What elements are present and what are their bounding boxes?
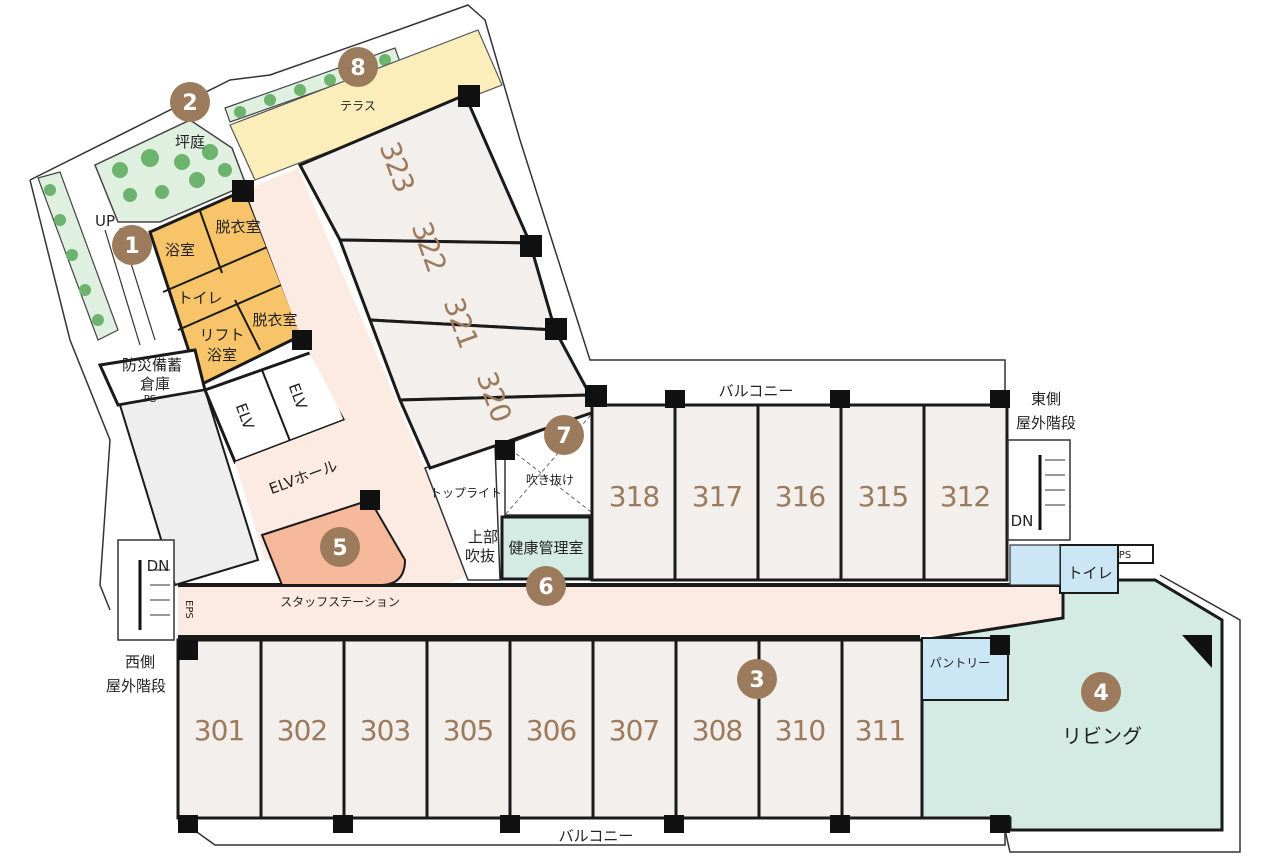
marker-6: 6: [526, 566, 566, 606]
toilet-entry: [1009, 544, 1061, 586]
service-core: [118, 388, 260, 587]
marker-8: 8: [338, 47, 378, 87]
marker-1: 1: [112, 225, 152, 265]
label-east-stairs-1: 東側: [1031, 390, 1061, 408]
svg-text:5: 5: [332, 536, 347, 561]
label-up: UP: [95, 212, 115, 230]
label-balcony-top: バルコニー: [719, 382, 794, 400]
svg-text:1: 1: [124, 234, 139, 259]
south-rooms: [176, 638, 924, 820]
pantry: [921, 637, 1009, 701]
label-toilet-1: トイレ: [177, 289, 222, 307]
room-308: 308: [692, 714, 742, 747]
room-311: 311: [855, 714, 905, 747]
east-stairs: [1007, 439, 1071, 541]
svg-text:2: 2: [182, 91, 197, 116]
label-west-stairs-2: 屋外階段: [106, 677, 166, 695]
label-upper-void-2: 吹抜: [465, 547, 495, 565]
wing-corridor: [245, 168, 470, 605]
pillars: [178, 85, 1212, 833]
label-eps: EPS: [183, 600, 194, 619]
room-312: 312: [940, 480, 990, 513]
west-stairs: [117, 539, 175, 641]
label-upper-void-1: 上部: [468, 528, 498, 546]
markers: 1 2 3 4 5 6 7 8: [112, 47, 1121, 712]
room-305: 305: [443, 714, 493, 747]
label-dn-east: DN: [1011, 512, 1034, 530]
room-307: 307: [609, 714, 659, 747]
svg-text:4: 4: [1093, 681, 1108, 706]
label-bath: 浴室: [165, 241, 195, 259]
label-top-light: トップライト: [430, 486, 502, 500]
marker-7: 7: [544, 415, 584, 455]
label-toilet-2: トイレ: [1067, 564, 1112, 582]
marker-4: 4: [1081, 672, 1121, 712]
label-east-stairs-2: 屋外階段: [1016, 414, 1076, 432]
room-306: 306: [526, 714, 577, 747]
label-west-stairs-1: 西側: [125, 653, 155, 671]
label-atrium: 吹き抜け: [526, 473, 574, 487]
south-room-numbers: 301 302 303 305 306 307 308 310 311: [194, 714, 906, 747]
marker-3: 3: [737, 659, 777, 699]
label-disaster-1: 防災備蓄: [122, 356, 182, 374]
label-dressing-2: 脱衣室: [252, 311, 297, 329]
svg-text:3: 3: [749, 668, 764, 693]
label-ps-2: PS: [1119, 550, 1131, 561]
label-dn-west: DN: [147, 557, 170, 575]
label-courtyard: 坪庭: [175, 133, 205, 151]
svg-text:7: 7: [556, 424, 571, 449]
room-301: 301: [194, 714, 244, 747]
north-room-numbers: 318 317 316 315 312: [609, 480, 991, 513]
label-staff-station: スタッフステーション: [280, 595, 400, 609]
main-corridor: [178, 585, 1063, 635]
terrace: [229, 29, 503, 181]
label-lift-bath-2: 浴室: [207, 346, 237, 364]
label-living: リビング: [1062, 724, 1142, 748]
label-ps-1: PS: [144, 394, 156, 405]
label-lift-bath-1: リフト: [199, 326, 244, 344]
wing-rooms: [297, 93, 603, 470]
svg-text:8: 8: [350, 56, 365, 81]
room-315: 315: [858, 480, 908, 513]
room-310: 310: [775, 714, 825, 747]
marker-2: 2: [170, 82, 210, 122]
north-rooms: [590, 403, 1009, 582]
label-health-room: 健康管理室: [508, 539, 583, 557]
room-302: 302: [277, 714, 327, 747]
label-terrace: テラス: [340, 99, 376, 113]
room-303: 303: [360, 714, 410, 747]
label-pantry: パントリー: [930, 656, 991, 670]
label-dressing-1: 脱衣室: [215, 218, 260, 236]
svg-text:6: 6: [538, 575, 553, 600]
ps-box-2: [1117, 544, 1154, 564]
label-balcony-bottom: バルコニー: [559, 827, 634, 845]
label-disaster-2: 倉庫: [140, 375, 170, 393]
room-318: 318: [609, 480, 659, 513]
room-317: 317: [692, 480, 742, 513]
room-316: 316: [775, 480, 826, 513]
toilet-2: [1059, 544, 1119, 594]
marker-5: 5: [320, 527, 360, 567]
